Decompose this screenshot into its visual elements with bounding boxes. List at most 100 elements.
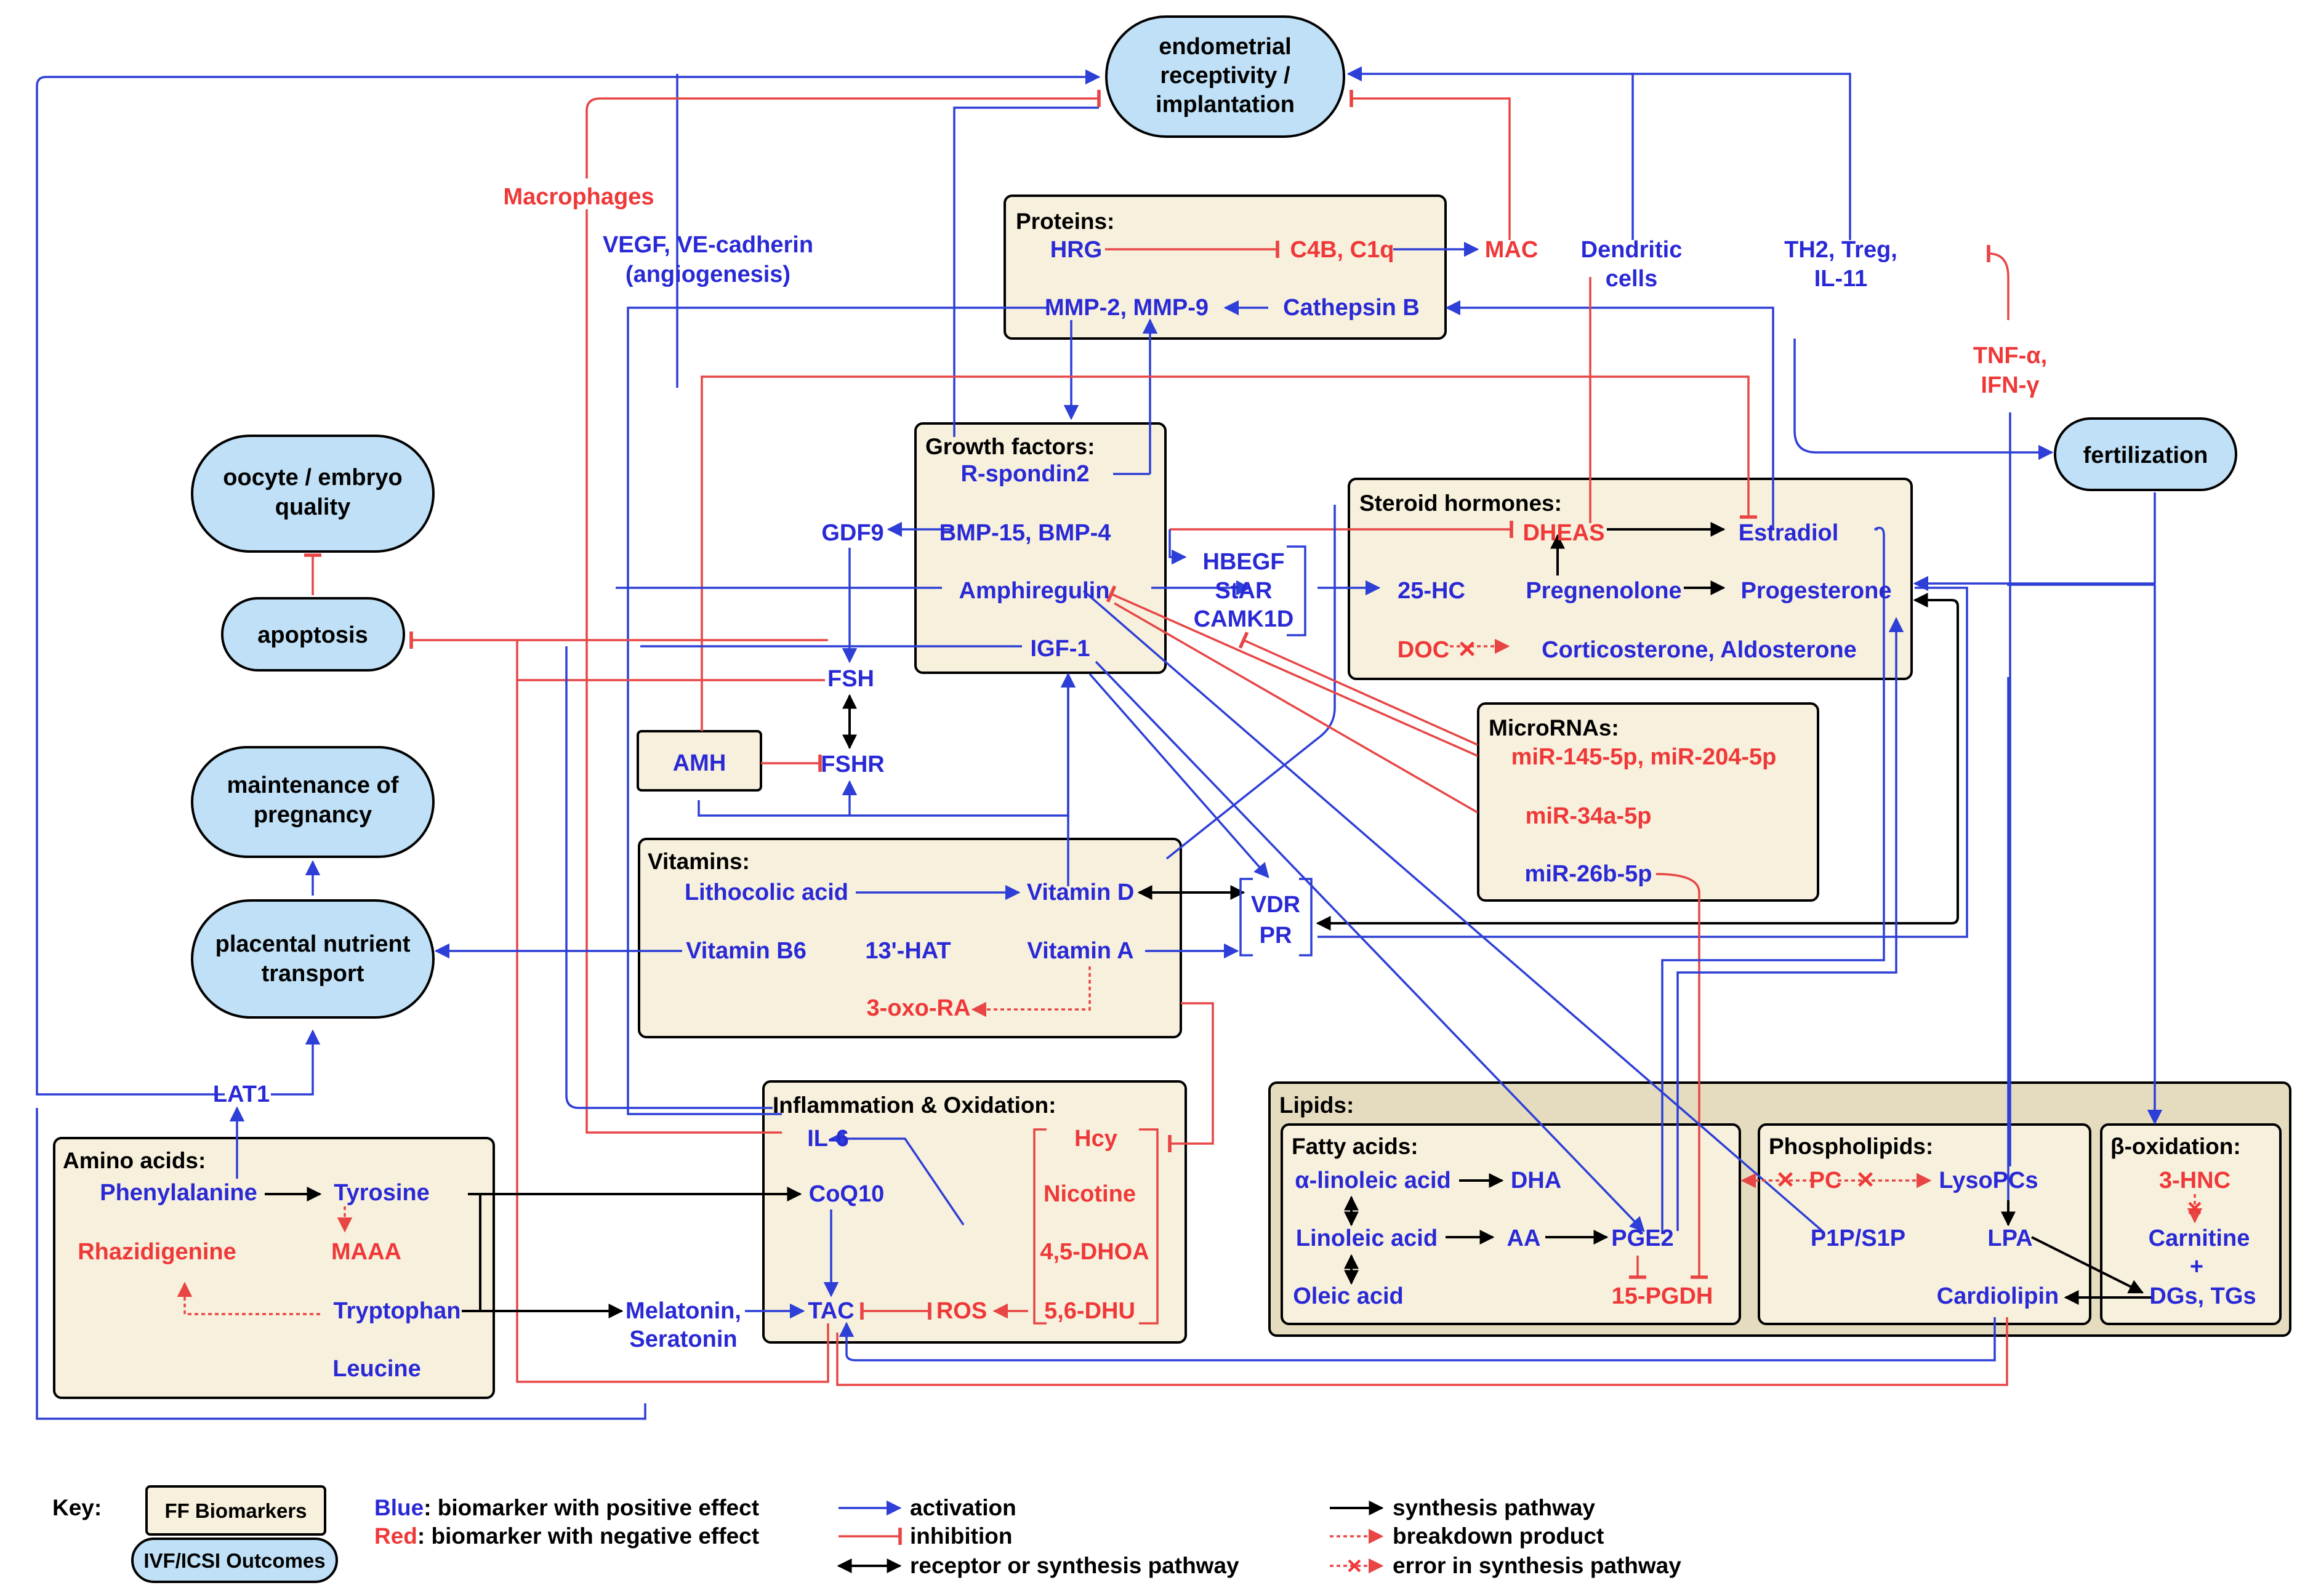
tyrosine-label: Tyrosine bbox=[334, 1180, 430, 1206]
cardiolipin-label: Cardiolipin bbox=[1937, 1283, 2059, 1309]
endometrial-line-3: implantation bbox=[1156, 92, 1295, 118]
pgdh-label: 15-PGDH bbox=[1612, 1283, 1713, 1309]
endometrial-line-2: receptivity / bbox=[1160, 63, 1290, 89]
tnf-label: TNF-α, bbox=[1973, 343, 2047, 369]
dendritic-label: Dendritic bbox=[1581, 237, 1683, 263]
il6-label: IL-6 bbox=[807, 1126, 849, 1152]
vitamins-box bbox=[638, 838, 1182, 1038]
lipids-header: Lipids: bbox=[1279, 1093, 1354, 1118]
hrg-label: HRG bbox=[1050, 237, 1102, 263]
star-label: StAR bbox=[1215, 578, 1273, 604]
key-blue-word: Blue bbox=[374, 1495, 424, 1520]
lithocolic-label: Lithocolic acid bbox=[685, 880, 848, 905]
mir34-label: miR-34a-5p bbox=[1526, 803, 1652, 829]
key-ivf-label: IVF/ICSI Outcomes bbox=[143, 1549, 325, 1572]
amh-label: AMH bbox=[673, 750, 726, 776]
fatty-acids-box bbox=[1281, 1123, 1741, 1325]
dgs-label: DGs, TGs bbox=[2149, 1283, 2256, 1309]
beta-oxidation-box bbox=[2100, 1123, 2282, 1325]
key-red-line: Red: biomarker with negative effect bbox=[374, 1523, 759, 1549]
amino-acids-box bbox=[53, 1137, 495, 1399]
inflammation-header: Inflammation & Oxidation: bbox=[773, 1093, 1056, 1118]
lpa-label: LPA bbox=[1987, 1225, 2032, 1251]
endometrial-outcome bbox=[1105, 15, 1345, 138]
mir26-label: miR-26b-5p bbox=[1525, 861, 1652, 887]
key-activation: activation bbox=[910, 1495, 1016, 1520]
key-ivf-pill bbox=[131, 1538, 338, 1583]
oocyte-outcome bbox=[191, 435, 435, 553]
connector-lines bbox=[36, 66, 2203, 1420]
key-red-desc: : biomarker with negative effect bbox=[417, 1523, 759, 1549]
key-ff-label: FF Biomarkers bbox=[164, 1499, 307, 1522]
dha-label: DHA bbox=[1511, 1168, 1561, 1193]
macrophages-label: Macrophages bbox=[504, 184, 654, 210]
hat-label: 13'-HAT bbox=[865, 938, 951, 964]
fertilization-label: fertilization bbox=[2083, 443, 2208, 468]
leucine-label: Leucine bbox=[332, 1356, 421, 1382]
pge2-label: PGE2 bbox=[1611, 1225, 1673, 1251]
progesterone-label: Progesterone bbox=[1741, 578, 1892, 604]
hc25-label: 25-HC bbox=[1398, 578, 1465, 604]
alinolenic-label: α-linoleic acid bbox=[1295, 1168, 1451, 1193]
maintenance-outcome bbox=[191, 746, 435, 858]
hnc-label: 3-HNC bbox=[2159, 1168, 2231, 1193]
key-inhibition: inhibition bbox=[910, 1523, 1012, 1549]
doc-error-mark: ✕ bbox=[1457, 637, 1477, 663]
key-error: error in synthesis pathway bbox=[1393, 1553, 1681, 1578]
rspondin-label: R-spondin2 bbox=[961, 461, 1090, 487]
lysopcs-label: LysoPCs bbox=[1939, 1168, 2038, 1193]
beta-oxidation-header: β-oxidation: bbox=[2110, 1134, 2241, 1159]
fertilization-outcome bbox=[2054, 417, 2237, 491]
maintenance-line-1: maintenance of bbox=[227, 772, 399, 798]
key-synthesis: synthesis pathway bbox=[1393, 1495, 1595, 1520]
proteins-box bbox=[1004, 194, 1447, 340]
placental-line-2: transport bbox=[262, 961, 364, 987]
doc-label: DOC bbox=[1398, 637, 1449, 663]
legend: Key: FF Biomarkers IVF/ICSI Outcomes Blu… bbox=[52, 1485, 1681, 1583]
dendritic-label-2: cells bbox=[1606, 266, 1658, 292]
melatonin-label: Melatonin, bbox=[626, 1298, 741, 1324]
proteins-header: Proteins: bbox=[1016, 209, 1114, 234]
micrornas-header: MicroRNAs: bbox=[1489, 715, 1619, 740]
coq10-label: CoQ10 bbox=[809, 1181, 884, 1207]
vdr-label: VDR bbox=[1251, 892, 1300, 918]
fatty-acids-header: Fatty acids: bbox=[1292, 1134, 1418, 1159]
tnf-label-2: IFN-γ bbox=[1981, 372, 2040, 398]
mac-label: MAC bbox=[1485, 237, 1539, 263]
pc-error-mark-2: ✕ bbox=[1856, 1168, 1875, 1193]
maintenance-line-2: pregnancy bbox=[254, 802, 372, 828]
aa-label: AA bbox=[1507, 1225, 1541, 1251]
vitb6-label: Vitamin B6 bbox=[686, 938, 807, 964]
key-blue-desc: : biomarker with positive effect bbox=[424, 1495, 759, 1520]
phospholipids-header: Phospholipids: bbox=[1769, 1134, 1933, 1159]
lat1-label: LAT1 bbox=[213, 1081, 270, 1107]
placental-line-1: placental nutrient bbox=[215, 931, 411, 957]
ros-label: ROS bbox=[936, 1298, 987, 1324]
rhazidigenine-label: Rhazidigenine bbox=[78, 1239, 236, 1265]
key-receptor: receptor or synthesis pathway bbox=[910, 1553, 1239, 1578]
key-ff-box bbox=[145, 1485, 326, 1536]
pc-label: PC bbox=[1809, 1168, 1842, 1193]
cathepsin-label: Cathepsin B bbox=[1283, 295, 1420, 321]
vitamins-header: Vitamins: bbox=[648, 849, 750, 874]
mmp-label: MMP-2, MMP-9 bbox=[1045, 295, 1209, 321]
th2-label-2: IL-11 bbox=[1814, 266, 1868, 292]
placental-outcome bbox=[191, 899, 435, 1019]
key-red-word: Red bbox=[374, 1523, 417, 1549]
tryptophan-label: Tryptophan bbox=[334, 1298, 461, 1324]
inflammation-box bbox=[762, 1080, 1187, 1344]
apoptosis-outcome bbox=[221, 597, 405, 672]
plus-label: + bbox=[2190, 1254, 2203, 1280]
p1p-label: P1P/S1P bbox=[1811, 1225, 1905, 1251]
endometrial-line-1: endometrial bbox=[1159, 34, 1291, 60]
oocyte-line-1: oocyte / embryo bbox=[223, 465, 402, 491]
hbegf-label: HBEGF bbox=[1203, 549, 1285, 575]
linoleic-label: Linoleic acid bbox=[1296, 1225, 1438, 1251]
key-blue-line: Blue: biomarker with positive effect bbox=[374, 1495, 759, 1520]
bmp-label: BMP-15, BMP-4 bbox=[939, 520, 1111, 546]
seratonin-label: Seratonin bbox=[629, 1326, 737, 1352]
vegf-label: VEGF, VE-cadherin bbox=[603, 232, 813, 258]
hcy-label: Hcy bbox=[1074, 1126, 1117, 1152]
oxora-label: 3-oxo-RA bbox=[867, 995, 971, 1021]
